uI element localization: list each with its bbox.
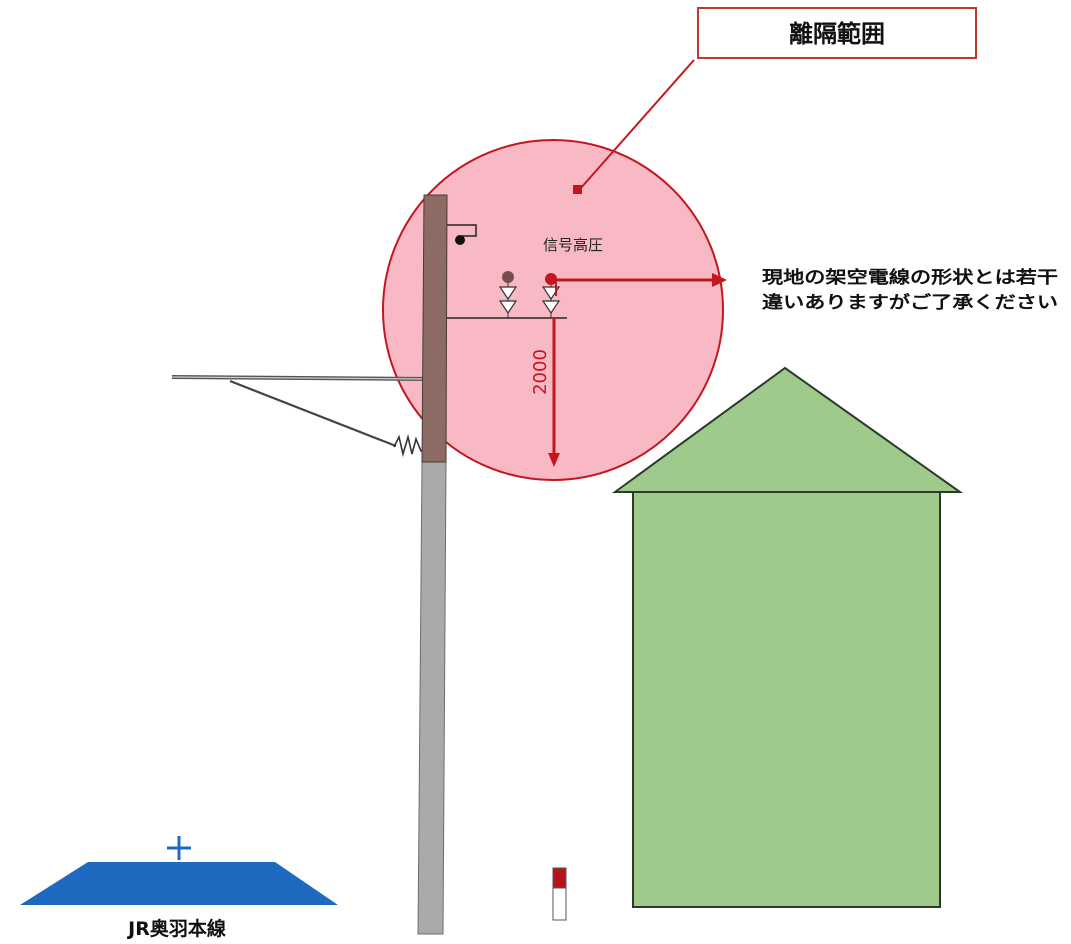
signal-voltage-label: 信号高圧	[543, 236, 603, 254]
utility-pole	[417, 194, 448, 935]
pole-upper	[421, 194, 448, 463]
note-line-1: 現地の架空電線の形状とは若干	[762, 267, 1058, 288]
marker-post-top	[552, 867, 567, 889]
guy-insulator	[393, 433, 425, 458]
guy-wire	[171, 375, 431, 458]
insulator-left-lower	[498, 300, 518, 315]
guy-wire-horizontal-inner	[171, 376, 431, 380]
insulator-right-lower	[541, 300, 561, 315]
railway: JR奥羽本線	[20, 836, 338, 940]
vertical-clearance-arrow	[548, 318, 560, 467]
pole-top-bracket	[447, 224, 477, 237]
title-leader-line	[579, 59, 695, 190]
boundary-marker-post	[552, 867, 567, 921]
railway-label: JR奥羽本線	[126, 917, 226, 940]
distance-label: 2000	[530, 349, 551, 395]
note-line-2: 違いありますがご了承ください	[762, 292, 1058, 313]
pole-top-wire-dot	[455, 235, 465, 245]
insulator-left	[498, 271, 518, 318]
title-box: 離隔範囲	[697, 7, 977, 59]
house-roof	[611, 366, 964, 493]
marker-post-bottom	[552, 887, 567, 921]
insulator-left-upper	[498, 286, 518, 301]
railway-embankment	[20, 862, 338, 905]
title-label: 離隔範囲	[789, 20, 885, 48]
guy-wire-diagonal	[229, 379, 397, 448]
wire-dot-left	[502, 271, 514, 283]
horizontal-clearance-arrow	[551, 273, 727, 296]
title-box-frame	[697, 7, 977, 59]
vertical-arrow-head	[548, 453, 560, 467]
leader-end-marker	[573, 185, 582, 194]
house-body	[632, 491, 941, 908]
horizontal-arrow-head	[712, 273, 727, 287]
house	[611, 366, 964, 908]
pole-lower	[417, 461, 447, 935]
